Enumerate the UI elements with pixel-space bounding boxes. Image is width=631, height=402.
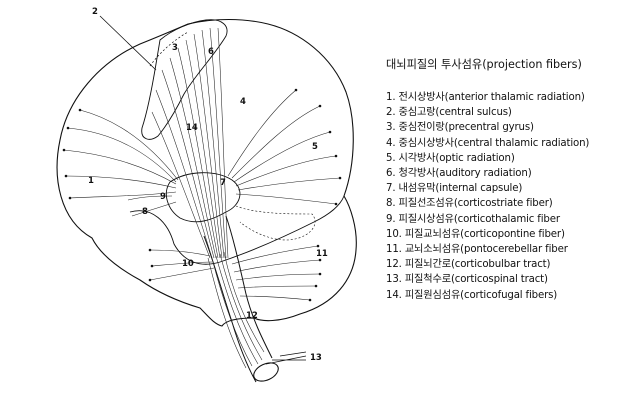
legend-item: 8. 피질선조섬유(corticostriate fiber) xyxy=(386,198,553,210)
figure-label-5: 5 xyxy=(312,142,318,152)
legend-item: 12. 피질뇌간로(corticobulbar tract) xyxy=(386,259,551,271)
fiber-lines xyxy=(63,27,341,369)
legend-item: 9. 피질시상섬유(corticothalamic fiber xyxy=(386,213,560,225)
arrowheads xyxy=(62,88,342,302)
label-2-leader xyxy=(99,15,157,71)
central-sulcus-line xyxy=(149,31,189,67)
legend-item: 1. 전시상방사(anterior thalamic radiation) xyxy=(386,92,585,103)
figure-label-9: 9 xyxy=(160,192,166,202)
figure-label-3: 3 xyxy=(172,43,178,53)
figure-label-1: 1 xyxy=(88,176,94,186)
legend-item: 7. 내섬유막(internal capsule) xyxy=(386,183,523,195)
label-13-leaders xyxy=(265,351,307,365)
spinal-cord-end xyxy=(253,362,279,382)
figure-label-8: 8 xyxy=(142,207,148,217)
figure-label-13: 13 xyxy=(310,353,322,363)
legend-list: 1. 전시상방사(anterior thalamic radiation) 2.… xyxy=(383,90,629,303)
precentral-gyrus xyxy=(141,19,228,140)
legend-item: 4. 중심시상방사(central thalamic radiation) xyxy=(386,137,590,149)
figure-label-6: 6 xyxy=(208,47,214,57)
figure-label-14: 14 xyxy=(186,123,198,133)
legend: 대뇌피질의 투사섬유(projection fibers) 1. 전시상방사(a… xyxy=(383,56,629,303)
temporal-divider xyxy=(129,195,345,265)
legend-item: 6. 청각방사(auditory radiation) xyxy=(386,168,532,180)
figure-labels: 1 2 3 4 5 6 7 8 9 10 11 12 13 14 xyxy=(88,7,328,363)
figure-label-7: 7 xyxy=(220,178,226,188)
legend-item: 10. 피질교뇌섬유(corticopontine fiber) xyxy=(386,228,565,240)
dashed-structure xyxy=(235,205,316,241)
brain-outline xyxy=(56,18,357,327)
internal-capsule xyxy=(166,172,241,223)
legend-item: 14. 피질원심섬유(corticofugal fibers) xyxy=(386,289,558,301)
legend-item: 5. 시각방사(optic radiation) xyxy=(386,152,515,164)
legend-item: 13. 피질척수로(corticospinal tract) xyxy=(386,274,548,286)
figure-label-10: 10 xyxy=(182,259,194,269)
legend-item: 2. 중심고랑(central sulcus) xyxy=(386,107,512,119)
legend-item: 3. 중심전이랑(precentral gyrus) xyxy=(386,122,534,134)
legend-title: 대뇌피질의 투사섬유(projection fibers) xyxy=(386,58,582,71)
figure-label-12: 12 xyxy=(246,311,258,321)
figure-label-2: 2 xyxy=(92,7,98,17)
figure-label-4: 4 xyxy=(240,97,246,107)
legend-item: 11. 교뇌소뇌섬유(pontocerebellar fiber xyxy=(386,244,568,256)
figure-label-11: 11 xyxy=(316,249,328,259)
